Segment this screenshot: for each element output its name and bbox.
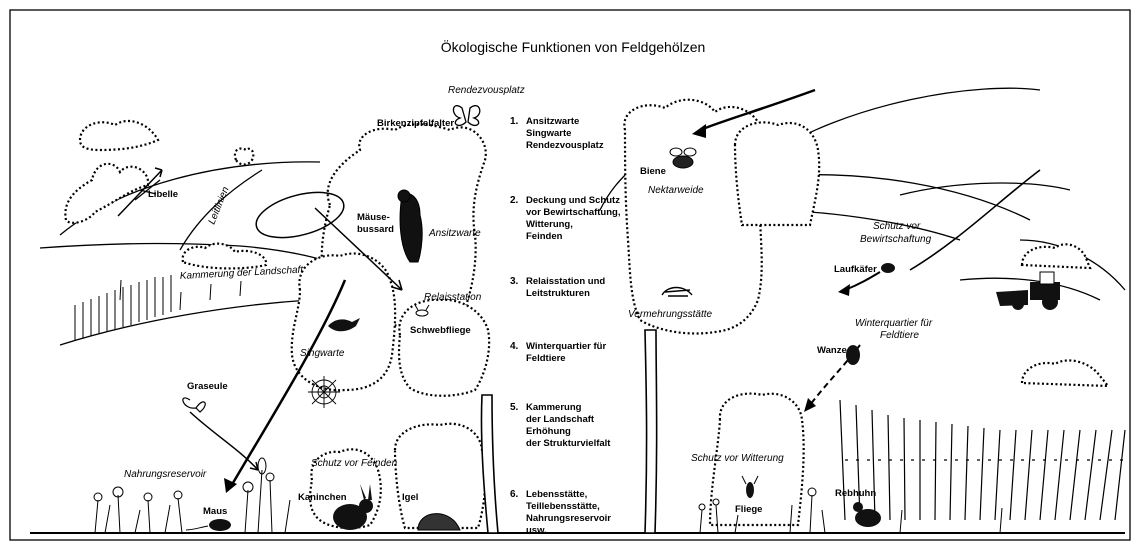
- label-relaisstation: Relaisstation: [424, 292, 482, 303]
- label-schutz-feinden: Schutz vor Feinden: [311, 458, 398, 469]
- hedge-bottom-left-2: [395, 424, 485, 528]
- label-schutz-bewirtschaftung-2: Bewirtschaftung: [860, 234, 932, 245]
- function-4-line-2: Feldtiere: [526, 353, 566, 364]
- beetle-laufkaefer-icon: [881, 263, 895, 273]
- figure-border: [10, 10, 1130, 540]
- bug-wanze-icon: [846, 345, 860, 365]
- function-2-line-1: Deckung und Schutz: [526, 195, 620, 206]
- label-igel: Igel: [402, 492, 418, 503]
- function-3-line-2: Leitstrukturen: [526, 288, 590, 299]
- function-1-number: 1.: [510, 116, 519, 127]
- function-2-line-2: vor Bewirtschaftung,: [526, 207, 621, 218]
- function-3-number: 3.: [510, 276, 519, 287]
- label-biene: Biene: [640, 166, 666, 177]
- function-4-number: 4.: [510, 341, 519, 352]
- tree-right-central-left: [399, 300, 489, 396]
- function-3-line-1: Relaisstation und: [526, 276, 605, 287]
- function-5-number: 5.: [510, 402, 519, 413]
- label-nektarweide: Nektarweide: [648, 185, 704, 196]
- label-maeusebussard-1: Mäuse-: [357, 212, 390, 223]
- label-maeusebussard-2: bussard: [357, 224, 394, 235]
- right-tree-top: [735, 122, 819, 225]
- function-5-line-2: der Landschaft: [526, 414, 595, 425]
- tree-trunk-right: [645, 330, 657, 533]
- function-6-line-1: Lebensstätte,: [526, 489, 587, 500]
- function-2-line-3: Witterung,: [526, 219, 573, 230]
- function-2-number: 2.: [510, 195, 519, 206]
- diagram-title: Ökologische Funktionen von Feldgehölzen: [441, 38, 706, 55]
- function-5-line-4: der Strukturvielfalt: [526, 438, 611, 449]
- label-wanze: Wanze: [817, 345, 847, 356]
- label-rebhuhn: Rebhuhn: [835, 488, 876, 499]
- label-graseule: Graseule: [187, 381, 228, 392]
- label-rendezvousplatz: Rendezvousplatz: [448, 85, 525, 96]
- label-kaninchen: Kaninchen: [298, 492, 347, 503]
- label-schwebfliege: Schwebfliege: [410, 325, 471, 336]
- function-1-line-3: Rendezvousplatz: [526, 140, 604, 151]
- label-fliege: Fliege: [735, 504, 762, 515]
- label-schutz-bewirtschaftung-1: Schutz vor: [873, 221, 921, 232]
- function-6-number: 6.: [510, 489, 519, 500]
- label-laufkaefer: Laufkäfer: [834, 264, 877, 275]
- label-vermehrungsstaette: Vermehrungsstätte: [628, 309, 713, 320]
- function-2-line-4: Feinden: [526, 231, 563, 242]
- function-5-line-3: Erhöhung: [526, 426, 571, 437]
- label-ansitzwarte: Ansitzwarte: [428, 228, 481, 239]
- label-winterquartier-1: Winterquartier für: [855, 318, 933, 329]
- label-libelle: Libelle: [148, 189, 178, 200]
- function-1-line-1: Ansitzwarte: [526, 116, 579, 127]
- label-singwarte: Singwarte: [300, 348, 345, 359]
- function-6-line-3: Nahrungsreservoir: [526, 513, 611, 524]
- spider-web-icon: [308, 376, 340, 408]
- function-6-line-2: Teillebensstätte,: [526, 501, 600, 512]
- label-birkenzipfelfalter: Birkenzipfelfalter: [377, 118, 454, 129]
- label-nahrungsreservoir: Nahrungsreservoir: [124, 469, 207, 480]
- function-1-line-2: Singwarte: [526, 128, 571, 139]
- function-5-line-1: Kammerung: [526, 402, 582, 413]
- label-winterquartier-2: Feldtiere: [880, 330, 919, 341]
- label-schutz-witterung: Schutz vor Witterung: [691, 453, 784, 464]
- label-maus: Maus: [203, 506, 227, 517]
- function-6-line-4: usw.: [526, 525, 547, 536]
- function-4-line-1: Winterquartier für: [526, 341, 606, 352]
